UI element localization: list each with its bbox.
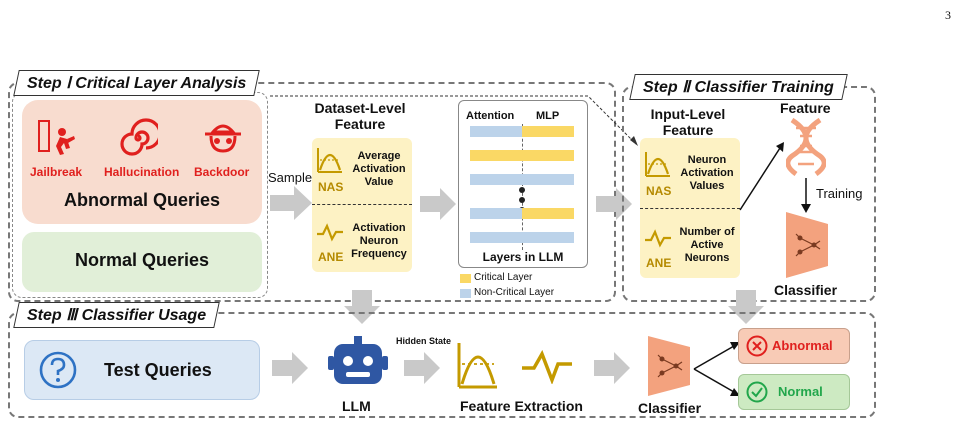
arrow-to-layers — [420, 188, 456, 220]
input-nas-curve-icon — [645, 152, 670, 177]
input-ane-wave-icon — [645, 229, 671, 248]
abnormal-result-label: Abnormal — [772, 338, 833, 353]
nas-curve-icon — [317, 148, 342, 173]
input-nas-text: Neuron Activation Values — [680, 154, 734, 192]
test-queries-label: Test Queries — [104, 360, 212, 380]
input-ane-text: Number of Active Neurons — [679, 226, 735, 264]
normal-result-label: Normal — [778, 384, 823, 399]
dataset-ane-label: ANE — [318, 250, 344, 264]
layer-row-4-attention — [470, 208, 522, 219]
step3-region — [8, 312, 876, 418]
layer-row-3-mlp — [522, 174, 574, 185]
llm-label: LLM — [342, 398, 371, 414]
input-feature-divider — [640, 208, 740, 209]
layer-row-2-attention — [470, 150, 522, 161]
test-queries-box — [24, 340, 260, 400]
question-icon — [39, 351, 77, 389]
backdoor-icon — [205, 124, 241, 153]
hidden-state-label: Hidden State — [396, 336, 452, 346]
arrow-to-llm — [272, 352, 308, 384]
dashed-connector — [270, 95, 638, 146]
backdoor-label: Backdoor — [194, 165, 250, 179]
attention-label: Attention — [466, 110, 515, 122]
arrow-down-step2 — [728, 290, 764, 324]
page-number: 3 — [945, 8, 951, 22]
layer-row-1-attention — [470, 126, 522, 137]
classifier-output-arrows — [693, 342, 740, 396]
dataset-ane-text: Activation Neuron Frequency — [351, 222, 407, 260]
input-feature-title: Input-Level Feature — [650, 106, 726, 138]
arrow-down-step1 — [344, 290, 380, 324]
training-feature-label: Feature — [780, 100, 831, 116]
step3-title: Step Ⅲ Classifier Usage — [13, 302, 220, 328]
dataset-feature-title: Dataset-Level Feature — [314, 100, 406, 132]
extraction-wave-icon — [522, 350, 572, 384]
abnormal-result-box — [738, 328, 850, 364]
layer-row-5-attention — [470, 232, 522, 243]
legend-critical-label: Critical Layer — [474, 272, 533, 283]
normal-result-box — [738, 374, 850, 410]
input-nas-label: NAS — [646, 184, 672, 198]
usage-classifier-icon — [648, 336, 690, 396]
layer-row-2-mlp — [522, 150, 574, 161]
layer-row-5-mlp — [522, 232, 574, 243]
training-label: Training — [816, 186, 863, 201]
step1-title: Step Ⅰ Critical Layer Analysis — [13, 70, 261, 96]
arrow-to-usage-classifier — [594, 352, 630, 384]
layers-center-line — [522, 124, 523, 250]
arrow-training-down — [801, 178, 811, 213]
normal-check-icon — [746, 381, 768, 403]
dna-icon — [786, 118, 826, 176]
classifier-icon — [786, 212, 828, 278]
extraction-curve-icon — [457, 343, 497, 389]
abnormal-x-icon — [746, 335, 768, 357]
step2-title: Step Ⅱ Classifier Training — [629, 74, 848, 100]
jailbreak-label: Jailbreak — [30, 165, 83, 179]
legend-critical-swatch — [460, 274, 471, 283]
normal-queries-box — [22, 232, 262, 292]
mlp-label: MLP — [536, 110, 560, 122]
arrow-to-extraction — [404, 352, 440, 384]
dataset-nas-text: Average Activation Value — [352, 150, 406, 188]
step1-region — [8, 82, 616, 302]
legend-noncritical-swatch — [460, 289, 471, 298]
dataset-feature-divider — [312, 204, 412, 205]
llm-robot-icon — [328, 336, 388, 384]
sample-arrow — [270, 186, 312, 220]
usage-classifier-label: Classifier — [638, 400, 702, 416]
jailbreak-icon — [38, 120, 75, 155]
arrow-to-feature — [739, 142, 784, 211]
sample-label: Sample — [268, 170, 313, 185]
layers-caption: Layers in LLM — [482, 250, 564, 264]
normal-queries-label: Normal Queries — [74, 250, 210, 270]
layer-row-1-mlp — [522, 126, 574, 137]
input-ane-label: ANE — [646, 256, 672, 270]
training-classifier-label: Classifier — [774, 282, 838, 298]
ane-wave-icon — [317, 223, 343, 242]
hallucination-label: Hallucination — [104, 165, 180, 179]
hallucination-icon — [120, 118, 158, 156]
layer-row-3-attention — [470, 174, 522, 185]
layer-row-4-mlp — [522, 208, 574, 219]
dataset-nas-label: NAS — [318, 180, 344, 194]
legend-noncritical-label: Non-Critical Layer — [474, 287, 555, 298]
feature-extraction-label: Feature Extraction — [460, 398, 583, 414]
abnormal-queries-label: Abnormal Queries — [63, 190, 221, 210]
